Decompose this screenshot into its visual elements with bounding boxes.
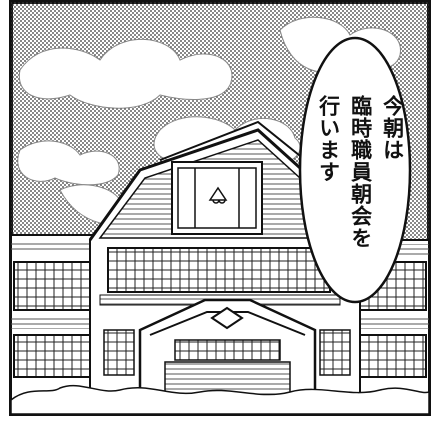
speech-line-1: 今朝は <box>380 95 405 161</box>
speech-bubble <box>298 36 412 304</box>
porch-diamond-emblem <box>210 306 244 330</box>
bushes <box>11 384 429 414</box>
speech-line-3: 行います <box>316 95 341 183</box>
central-building <box>88 120 362 412</box>
left-wing <box>11 234 102 411</box>
speech-line-2: 臨時職員朝会を <box>348 95 373 249</box>
school-emblem-icon <box>208 186 228 204</box>
